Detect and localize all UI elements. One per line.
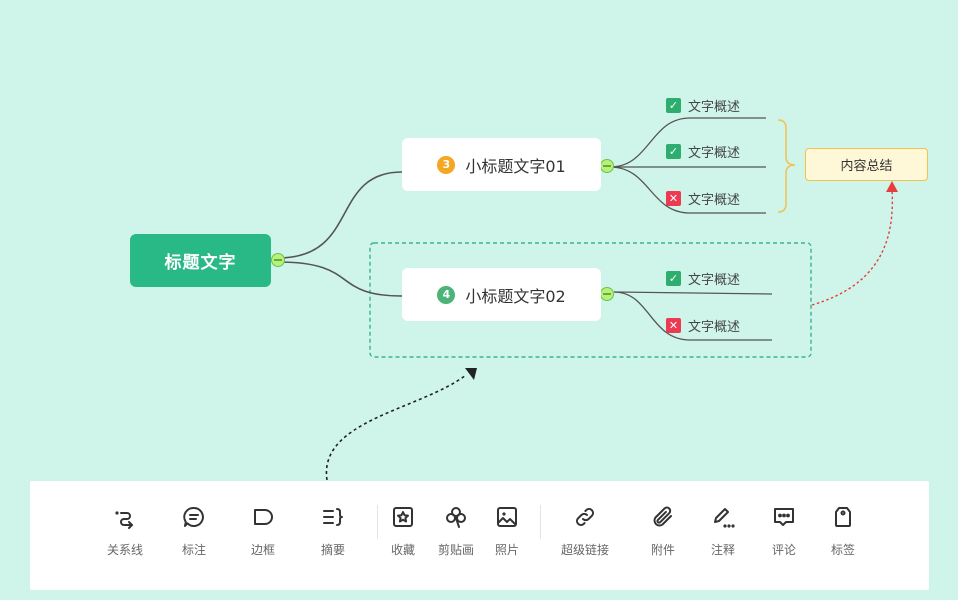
attachment-icon bbox=[653, 506, 672, 527]
collapse-knob-root[interactable] bbox=[271, 253, 285, 267]
insert-toolbar: 关系线 标注 边框 摘要 收藏 bbox=[30, 481, 929, 590]
cross-icon: ✕ bbox=[666, 191, 681, 206]
toolbar-tag-button[interactable]: 标签 bbox=[808, 505, 878, 567]
toolbar-label: 收藏 bbox=[390, 543, 415, 557]
tag-icon bbox=[835, 507, 851, 527]
branch-topic2-leaf1 bbox=[613, 291, 773, 295]
leaf-label: 文字概述 bbox=[688, 100, 741, 115]
subtopic-2[interactable]: 4 小标题文字02 bbox=[402, 268, 601, 321]
toolbar-label: 标签 bbox=[830, 543, 855, 557]
summary-bracket[interactable] bbox=[777, 119, 796, 213]
check-icon: ✓ bbox=[666, 144, 681, 159]
toolbar-comment-button[interactable]: 评论 bbox=[749, 505, 819, 567]
subtopic-1[interactable]: 3 小标题文字01 bbox=[402, 138, 601, 191]
hint-arrow-line bbox=[325, 374, 467, 481]
toolbar-label: 边框 bbox=[250, 543, 275, 557]
toolbar-separator bbox=[377, 505, 378, 539]
toolbar-label: 关系线 bbox=[106, 543, 143, 557]
root-topic[interactable]: 标题文字 bbox=[130, 234, 271, 287]
toolbar-clipart-button[interactable]: 剪贴画 bbox=[421, 505, 491, 567]
clipart-icon bbox=[446, 507, 466, 528]
hyperlink-icon bbox=[576, 508, 594, 526]
relation-line[interactable] bbox=[811, 189, 894, 306]
toolbar-hyperlink-button[interactable]: 超级链接 bbox=[550, 505, 620, 567]
toolbar-label: 评论 bbox=[771, 543, 796, 557]
favorite-icon bbox=[393, 507, 413, 527]
leaf-label: 文字概述 bbox=[688, 193, 741, 208]
leaf-topic-5[interactable]: ✕ 文字概述 bbox=[666, 316, 740, 335]
toolbar-separator bbox=[540, 505, 541, 539]
leaf-topic-4[interactable]: ✓ 文字概述 bbox=[666, 269, 740, 288]
relation-arrow-head bbox=[886, 181, 898, 192]
toolbar-relation-line-button[interactable]: 关系线 bbox=[90, 505, 160, 567]
leaf-label: 文字概述 bbox=[688, 273, 741, 288]
leaf-label: 文字概述 bbox=[688, 146, 741, 161]
priority-badge-icon: 4 bbox=[437, 285, 456, 304]
relation-line-icon bbox=[115, 511, 133, 529]
toolbar-favorite-button[interactable]: 收藏 bbox=[368, 505, 438, 567]
collapse-knob-topic1[interactable] bbox=[600, 159, 614, 173]
check-icon: ✓ bbox=[666, 271, 681, 286]
toolbar-label: 附件 bbox=[650, 543, 675, 557]
toolbar-label: 摘要 bbox=[320, 543, 345, 557]
leaf-topic-2[interactable]: ✓ 文字概述 bbox=[666, 142, 740, 161]
photo-icon bbox=[497, 507, 517, 527]
toolbar-label: 超级链接 bbox=[560, 543, 609, 557]
check-icon: ✓ bbox=[666, 98, 681, 113]
toolbar-label: 照片 bbox=[494, 543, 519, 557]
branch-topic2-leaf2 bbox=[613, 291, 772, 341]
comment-icon bbox=[774, 508, 794, 526]
toolbar-attachment-button[interactable]: 附件 bbox=[628, 505, 698, 567]
summary-topic[interactable]: 内容总结 bbox=[805, 148, 928, 181]
branch-topic1-leaf1 bbox=[609, 117, 766, 168]
branch-root-topic2 bbox=[277, 261, 403, 297]
leaf-label: 文字概述 bbox=[688, 320, 741, 335]
toolbar-photo-button[interactable]: 照片 bbox=[472, 505, 542, 567]
hint-arrow-head bbox=[465, 368, 477, 380]
leaf-topic-3[interactable]: ✕ 文字概述 bbox=[666, 189, 740, 208]
priority-badge-icon: 3 bbox=[437, 155, 456, 174]
summary-icon bbox=[323, 508, 343, 526]
toolbar-label: 注释 bbox=[710, 543, 735, 557]
branch-root-topic1 bbox=[277, 171, 403, 259]
leaf-topic-1[interactable]: ✓ 文字概述 bbox=[666, 96, 740, 115]
subtopic-label: 小标题文字02 bbox=[465, 286, 566, 306]
toolbar-annotation-button[interactable]: 注释 bbox=[688, 505, 758, 567]
toolbar-label: 剪贴画 bbox=[437, 543, 474, 557]
collapse-knob-topic2[interactable] bbox=[600, 287, 614, 301]
toolbar-callout-button[interactable]: 标注 bbox=[159, 505, 229, 567]
annotation-icon bbox=[714, 508, 735, 528]
toolbar-boundary-button[interactable]: 边框 bbox=[228, 505, 298, 567]
cross-icon: ✕ bbox=[666, 318, 681, 333]
boundary-frame[interactable] bbox=[369, 242, 812, 358]
toolbar-summary-button[interactable]: 摘要 bbox=[298, 505, 368, 567]
branch-topic1-leaf3 bbox=[609, 166, 766, 214]
boundary-icon bbox=[254, 509, 273, 525]
toolbar-label: 标注 bbox=[181, 543, 206, 557]
callout-icon bbox=[183, 506, 204, 527]
subtopic-label: 小标题文字01 bbox=[465, 156, 566, 176]
